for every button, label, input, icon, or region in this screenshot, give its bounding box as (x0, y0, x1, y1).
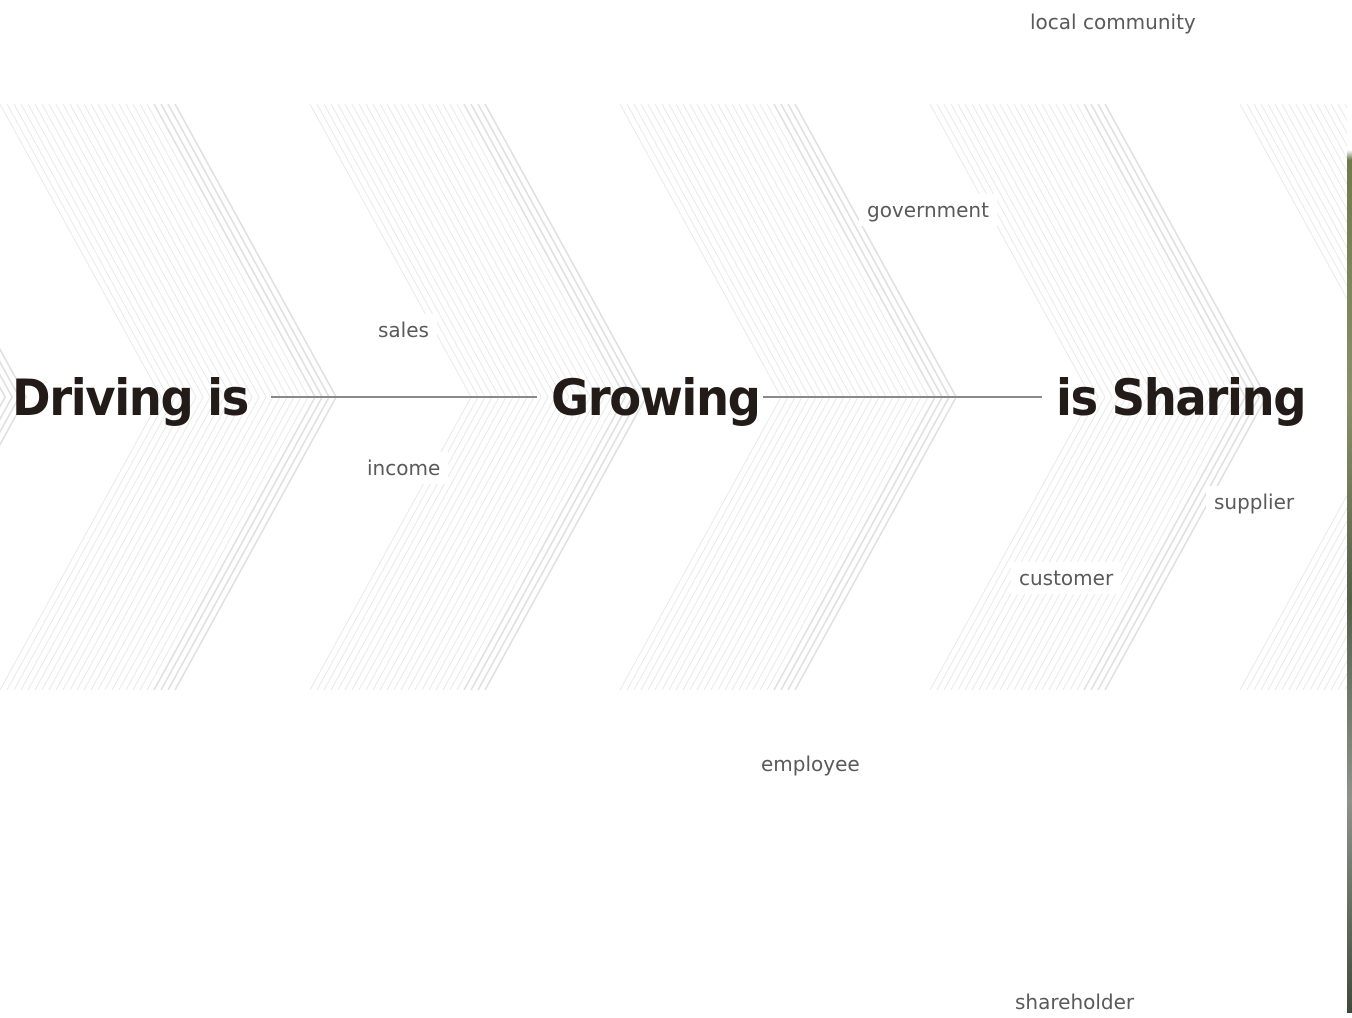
chevron-stroke (435, 104, 598, 690)
photo-edge-strip (1347, 0, 1352, 1013)
chevron-stroke (1274, 104, 1347, 690)
chevron-stroke (1288, 104, 1347, 690)
chevron-stroke (1281, 104, 1347, 690)
chevron-stroke (449, 104, 612, 690)
chevron-stroke (456, 104, 619, 690)
chevron-stroke (484, 104, 648, 690)
connector-line-2 (763, 396, 1042, 398)
chevron-stroke (104, 104, 267, 690)
chevron-stroke (1260, 104, 1347, 690)
chevron-stroke (393, 104, 556, 690)
chevron-stroke (379, 104, 542, 690)
chevron-stroke (55, 104, 218, 690)
chevron-stroke (62, 104, 225, 690)
label-sales: sales (370, 314, 437, 346)
label-customer: customer (1011, 562, 1122, 594)
chevron-stroke (386, 104, 549, 690)
chevron-stroke (407, 104, 570, 690)
chevron-stroke (1267, 104, 1347, 690)
headline-growing: Growing (551, 369, 761, 427)
chevron-stroke (1069, 104, 1232, 690)
chevron-stroke (0, 347, 28, 447)
chevron-stroke (27, 104, 190, 690)
chevron-stroke (97, 104, 260, 690)
chevron-stroke (34, 104, 197, 690)
chevron-stroke (950, 104, 1113, 690)
chevron-stroke (41, 104, 204, 690)
chevron-stroke (470, 104, 634, 690)
connector-line-1 (271, 396, 537, 398)
chevron-stroke (20, 104, 183, 690)
label-income: income (359, 452, 449, 484)
chevron-stroke (1083, 104, 1247, 690)
chevron-stroke (0, 360, 21, 434)
chevron-stroke (6, 104, 169, 690)
chevron-stroke (69, 104, 232, 690)
label-employee: employee (753, 748, 868, 780)
label-local-community: local community (1022, 6, 1204, 38)
chevron-stroke (1076, 104, 1239, 690)
chevron-stroke (76, 104, 239, 690)
chevron-stroke (1253, 104, 1347, 690)
label-government: government (859, 194, 997, 226)
chevron-stroke (1104, 104, 1268, 690)
chevron-stroke (421, 104, 584, 690)
chevron-stroke (0, 385, 7, 409)
chevron-stroke (83, 104, 246, 690)
chevron-stroke (13, 104, 176, 690)
label-supplier: supplier (1206, 486, 1303, 518)
chevron-stroke (414, 104, 577, 690)
chevron-stroke (442, 104, 605, 690)
chevron-stroke (477, 104, 641, 690)
chevron-stroke (400, 104, 563, 690)
chevron-stroke (463, 104, 627, 690)
chevron-stroke (1239, 104, 1347, 690)
chevron-stroke (48, 104, 211, 690)
chevron-stroke (1090, 104, 1254, 690)
headline-sharing: is Sharing (1056, 369, 1306, 427)
chevron-stroke (1097, 104, 1261, 690)
chevron-stroke (428, 104, 591, 690)
headline-driving: Driving is (12, 369, 249, 427)
chevron-stroke (943, 104, 1106, 690)
label-shareholder: shareholder (1007, 986, 1143, 1018)
chevron-stroke (90, 104, 253, 690)
chevron-stroke (1246, 104, 1347, 690)
chevron-stroke (0, 104, 162, 690)
chevron-stroke (0, 373, 14, 421)
